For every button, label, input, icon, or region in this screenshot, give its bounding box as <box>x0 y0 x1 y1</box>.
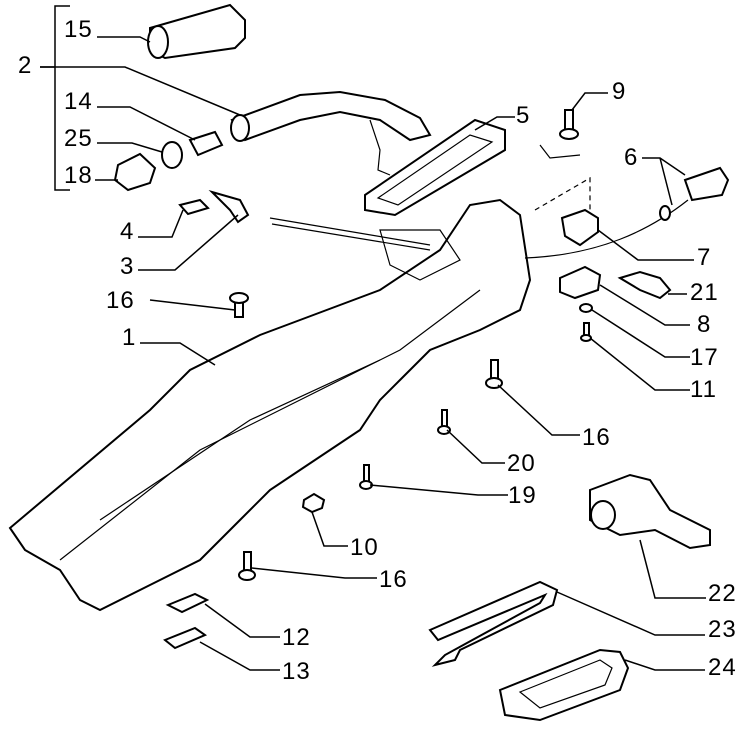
ring-25-part <box>161 141 183 169</box>
boot-5-part <box>364 118 506 217</box>
screw-11 <box>580 322 592 342</box>
callout-20: 20 <box>507 450 536 477</box>
tunnel-cover-part <box>8 198 532 612</box>
cable-rod-2 <box>271 223 431 251</box>
connector-6-part <box>683 166 730 202</box>
callout-7: 7 <box>697 244 712 271</box>
callout-16-b: 16 <box>582 424 611 451</box>
screw-16b <box>485 359 503 389</box>
clip-3-part <box>208 189 250 224</box>
lever-bracket <box>369 119 391 176</box>
screw-9 <box>559 109 579 140</box>
washer-17-part <box>579 303 593 313</box>
callout-6: 6 <box>624 144 639 171</box>
boot-5-inner <box>376 134 494 206</box>
nut-10-part <box>301 492 326 514</box>
lever-part <box>230 90 432 142</box>
leader-lines <box>40 36 706 671</box>
callout-3: 3 <box>120 253 135 280</box>
callout-1: 1 <box>122 324 137 351</box>
plate-12-part <box>165 592 210 614</box>
callout-21: 21 <box>690 279 719 306</box>
callout-14: 14 <box>64 88 93 115</box>
callout-2: 2 <box>18 52 33 79</box>
screw-19 <box>359 464 373 490</box>
callout-24: 24 <box>708 654 737 681</box>
gasket-23-part <box>428 580 559 667</box>
plate-13-part <box>163 626 208 650</box>
guide-bracket <box>539 144 581 159</box>
callout-25: 25 <box>64 125 93 152</box>
bracket-22-ring <box>590 500 616 530</box>
grommet <box>659 205 671 221</box>
lever-end <box>230 114 250 142</box>
callout-9: 9 <box>612 78 627 105</box>
screw-16c <box>238 551 256 581</box>
callout-5: 5 <box>516 102 531 129</box>
bracket-8-part <box>559 265 602 300</box>
tunnel-ridge-2 <box>99 359 381 521</box>
callout-4: 4 <box>120 218 135 245</box>
callout-15: 15 <box>64 16 93 43</box>
guide-dash <box>534 176 591 211</box>
tunnel-ridge <box>59 289 481 561</box>
callout-10: 10 <box>350 534 379 561</box>
tunnel-top-box <box>379 229 461 281</box>
cap-18-part <box>113 152 157 192</box>
callout-8: 8 <box>697 311 712 338</box>
bracket-22-part <box>589 473 711 550</box>
callout-12: 12 <box>282 624 311 651</box>
grip-15-end <box>147 25 169 59</box>
callout-13: 13 <box>282 658 311 685</box>
callout-19: 19 <box>508 482 537 509</box>
spring-14-part <box>188 130 224 157</box>
screw-20 <box>437 409 451 435</box>
block-7-part <box>560 208 599 247</box>
cable-rod <box>269 217 431 246</box>
switch-21-part <box>617 270 672 300</box>
callout-22: 22 <box>708 580 737 607</box>
screw-16a <box>229 292 249 318</box>
cable-6 <box>524 199 689 259</box>
trim-24-part <box>498 648 630 722</box>
group-bracket <box>54 5 70 191</box>
callout-23: 23 <box>708 616 737 643</box>
pin-4-part <box>178 198 210 216</box>
callout-16-a: 16 <box>106 287 135 314</box>
callout-17: 17 <box>690 344 719 371</box>
callout-16-c: 16 <box>379 566 408 593</box>
trim-24-inner <box>518 659 613 709</box>
callout-18: 18 <box>64 162 93 189</box>
callout-11: 11 <box>690 376 717 403</box>
